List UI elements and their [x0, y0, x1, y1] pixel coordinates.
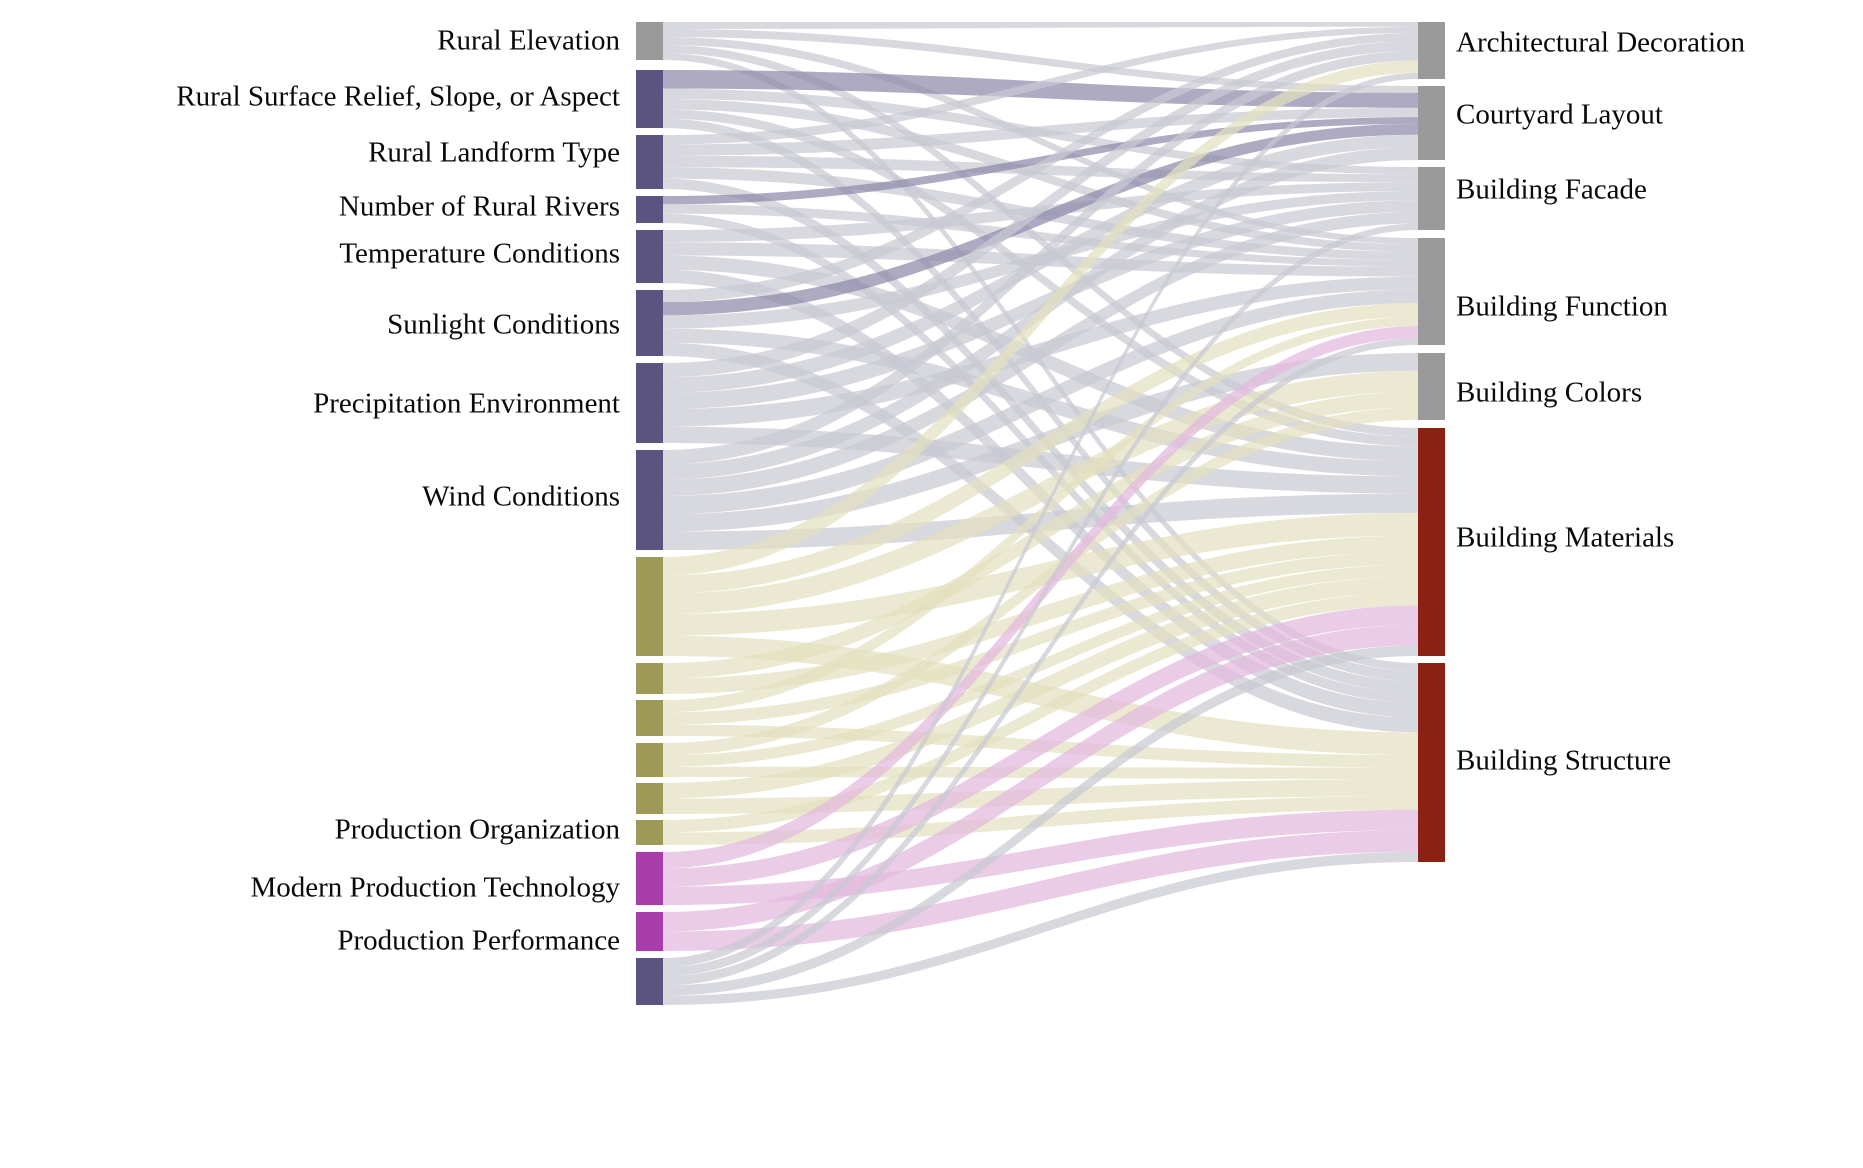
- sankey-node-source[interactable]: [636, 363, 663, 443]
- sankey-node-source[interactable]: [636, 450, 663, 550]
- sankey-link: [663, 200, 1418, 410]
- target-node-label-building_function: Building Function: [1456, 290, 1668, 323]
- target-node-label-architectural_decoration: Architectural Decoration: [1456, 26, 1746, 59]
- sankey-link: [663, 45, 1418, 437]
- sankey-link: [663, 391, 1418, 679]
- sankey-node-target[interactable]: [1418, 238, 1445, 345]
- sankey-link: [663, 107, 1418, 156]
- target-node-label-courtyard_layout: Courtyard Layout: [1456, 98, 1663, 131]
- sankey-link: [663, 70, 1418, 108]
- sankey-links-layer: [663, 22, 1418, 1005]
- sankey-node-target[interactable]: [1418, 353, 1445, 420]
- sankey-node-source[interactable]: [636, 912, 663, 951]
- sankey-link: [663, 407, 1418, 756]
- sankey-link: [663, 426, 1418, 494]
- sankey-node-source[interactable]: [636, 70, 663, 128]
- sankey-node-source[interactable]: [636, 230, 663, 283]
- source-node-label-production_performance: Production Performance: [337, 924, 620, 957]
- sankey-link: [663, 22, 1418, 29]
- source-node-label-number_of_rural_rivers: Number of Rural Rivers: [338, 190, 620, 223]
- sankey-link: [663, 535, 1418, 694]
- source-node-label-production_organization: Production Organization: [334, 813, 620, 846]
- sankey-link: [663, 605, 1418, 887]
- sankey-node-source[interactable]: [636, 135, 663, 189]
- sankey-link: [663, 316, 1418, 713]
- sankey-node-target[interactable]: [1418, 663, 1445, 862]
- sankey-link: [663, 123, 1418, 316]
- sankey-link: [663, 303, 1418, 594]
- sankey-node-source[interactable]: [636, 196, 663, 223]
- sankey-node-source[interactable]: [636, 852, 663, 905]
- sankey-link: [663, 624, 1418, 932]
- sankey-link: [663, 370, 1418, 615]
- target-node-label-building_facade: Building Facade: [1456, 173, 1647, 206]
- sankey-link: [663, 37, 1418, 245]
- sankey-link: [663, 223, 1418, 977]
- sankey-link: [663, 564, 1418, 767]
- sankey-link: [663, 645, 1418, 996]
- sankey-node-source[interactable]: [636, 743, 663, 777]
- sankey-link: [663, 512, 1418, 636]
- sankey-nodes-layer: [636, 22, 1445, 1005]
- sankey-node-target[interactable]: [1418, 22, 1445, 79]
- sankey-node-source[interactable]: [636, 700, 663, 736]
- sankey-node-target[interactable]: [1418, 86, 1445, 160]
- sankey-node-source[interactable]: [636, 290, 663, 356]
- target-node-label-building_colors: Building Colors: [1456, 376, 1643, 409]
- target-node-label-building_structure: Building Structure: [1456, 744, 1672, 777]
- source-node-label-rural_elevation: Rural Elevation: [437, 24, 620, 57]
- sankey-link: [663, 99, 1418, 252]
- sankey-link: [663, 109, 1418, 447]
- sankey-link: [663, 338, 1418, 986]
- sankey-link: [663, 26, 1418, 145]
- sankey-link: [663, 32, 1418, 303]
- source-node-label-rural_surface_relief: Rural Surface Relief, Slope, or Aspect: [176, 80, 620, 113]
- sankey-node-target[interactable]: [1418, 428, 1445, 656]
- sankey-link: [663, 211, 1418, 496]
- sankey-link: [663, 778, 1418, 814]
- source-node-label-modern_production_technology: Modern Production Technology: [250, 871, 620, 904]
- target-node-label-building_materials: Building Materials: [1456, 521, 1675, 554]
- sankey-node-source[interactable]: [636, 663, 663, 694]
- sankey-node-source[interactable]: [636, 958, 663, 1005]
- sankey-link: [663, 592, 1418, 833]
- sankey-link: [663, 204, 1418, 267]
- sankey-link: [663, 41, 1418, 378]
- sankey-link: [663, 72, 1418, 968]
- sankey-link: [663, 851, 1418, 1005]
- sankey-link: [663, 134, 1418, 393]
- source-node-label-sunlight_conditions: Sunlight Conditions: [387, 308, 620, 341]
- sankey-link: [663, 830, 1418, 951]
- source-node-label-rural_landform_type: Rural Landform Type: [368, 136, 620, 169]
- sankey-node-source[interactable]: [636, 783, 663, 814]
- source-node-label-precipitation_environment: Precipitation Environment: [313, 387, 620, 420]
- sankey-link: [663, 576, 1418, 799]
- sankey-link: [663, 29, 1418, 93]
- sankey-link: [663, 551, 1418, 725]
- sankey-node-source[interactable]: [636, 820, 663, 845]
- sankey-link: [663, 117, 1418, 205]
- sankey-node-target[interactable]: [1418, 167, 1445, 230]
- sankey-node-source[interactable]: [636, 22, 663, 60]
- sankey-link: [663, 289, 1418, 515]
- sankey-link: [663, 60, 1418, 576]
- sankey-node-source[interactable]: [636, 557, 663, 656]
- sankey-link: [663, 50, 1418, 465]
- source-node-label-wind_conditions: Wind Conditions: [422, 480, 620, 513]
- source-node-label-temperature_conditions: Temperature Conditions: [339, 237, 620, 270]
